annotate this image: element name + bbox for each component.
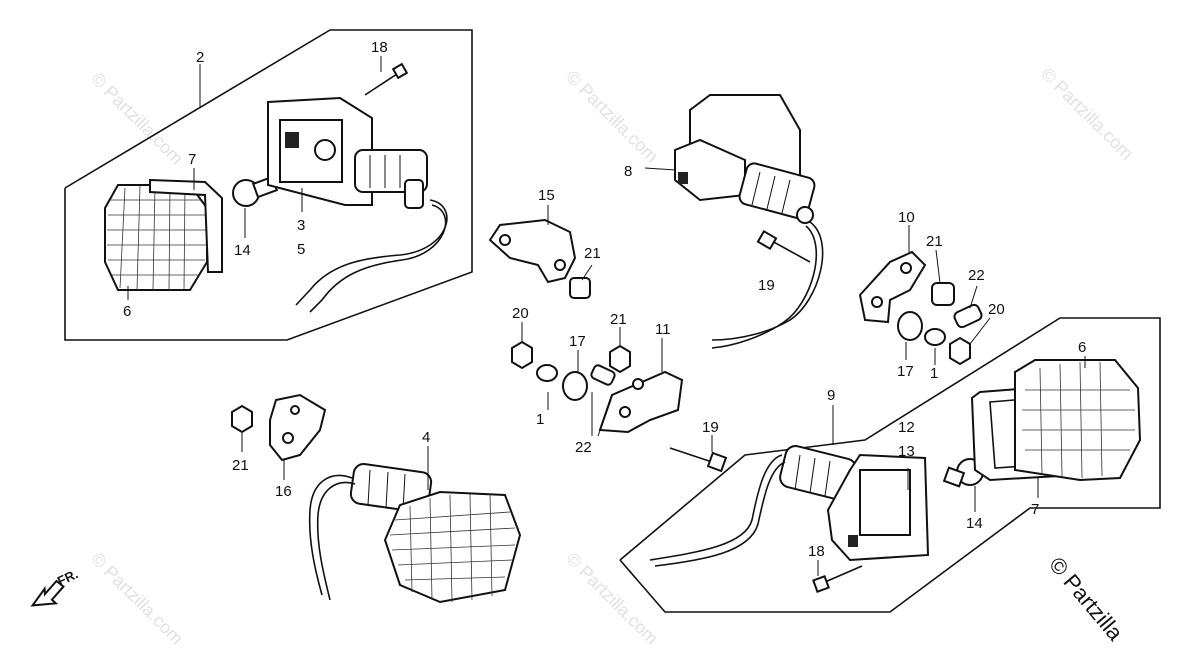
bolt-19[interactable]: [669, 447, 728, 473]
winker-housing[interactable]: [267, 96, 428, 209]
screw[interactable]: [364, 62, 409, 96]
winker-housing[interactable]: [649, 444, 930, 567]
winker-wire: [295, 199, 448, 306]
nut-21[interactable]: [569, 264, 593, 299]
leader-lines: [521, 322, 663, 437]
winker-wire: [309, 204, 447, 313]
bracket-16[interactable]: [269, 393, 327, 462]
watermark-text: © Partzilla.com: [87, 69, 187, 169]
screw[interactable]: [812, 565, 863, 593]
callout-18: 18: [808, 543, 825, 560]
callout-1: 1: [536, 411, 544, 428]
callout-6: 6: [1078, 339, 1086, 356]
front-left-winker[interactable]: [308, 463, 522, 604]
callout-18: 18: [371, 39, 388, 56]
callout-8: 8: [624, 163, 632, 180]
callout-4: 4: [422, 429, 430, 446]
rear-left-winker-group: [64, 29, 473, 341]
collar-1[interactable]: [536, 364, 558, 382]
callout-5: 5: [297, 241, 305, 258]
front-right-winker[interactable]: [674, 94, 824, 349]
callout-7: 7: [1031, 501, 1039, 518]
callout-3: 3: [297, 217, 305, 234]
watermark-text: © Partzilla.com: [562, 67, 662, 167]
nut-21[interactable]: [609, 344, 631, 374]
callout-11: 11: [655, 321, 671, 338]
winker-lens[interactable]: [104, 184, 208, 291]
winker-lens[interactable]: [1014, 359, 1142, 482]
callout-21: 21: [584, 245, 601, 262]
lens-gasket[interactable]: [149, 178, 223, 273]
nut-20[interactable]: [949, 336, 971, 366]
watermark-text: © Partzilla.com: [1037, 64, 1137, 164]
callout-19: 19: [702, 419, 719, 436]
collar-1[interactable]: [924, 328, 946, 346]
callout-labels: 2 7 14 3 5 6 18 15 21 8 19 10 21 22 20 1…: [123, 39, 1086, 560]
watermark-text: © Partzilla.com: [87, 549, 187, 649]
callout-12: 12: [898, 419, 915, 436]
callout-14: 14: [234, 242, 251, 259]
callout-22: 22: [968, 267, 985, 284]
callout-2: 2: [196, 49, 204, 66]
nut-21[interactable]: [231, 404, 253, 434]
front-right-winker-group: [619, 317, 1161, 613]
callout-17: 17: [897, 363, 914, 380]
collar-22[interactable]: [590, 364, 616, 386]
callout-21: 21: [926, 233, 943, 250]
callout-16: 16: [275, 483, 292, 500]
callout-1: 1: [930, 365, 938, 382]
callout-17: 17: [569, 333, 586, 350]
callout-6: 6: [123, 303, 131, 320]
callout-19: 19: [758, 277, 775, 294]
bolt-19[interactable]: [756, 229, 811, 263]
nut-21[interactable]: [931, 282, 955, 306]
callout-21: 21: [610, 311, 627, 328]
callout-13: 13: [898, 443, 915, 460]
callout-21: 21: [232, 457, 249, 474]
grommet-17[interactable]: [562, 371, 588, 401]
watermark-text: © Partzilla.com: [562, 549, 662, 649]
group-outline: [64, 29, 473, 341]
callout-7: 7: [188, 151, 196, 168]
callout-20: 20: [988, 301, 1005, 318]
collar-22[interactable]: [953, 303, 983, 329]
brand-watermark: © Partzilla: [1044, 552, 1128, 646]
arrow-left-icon: [30, 579, 65, 607]
callout-20: 20: [512, 305, 529, 322]
callout-10: 10: [898, 209, 915, 226]
bracket-10[interactable]: [858, 250, 927, 324]
front-direction-arrow: FR.: [30, 566, 80, 607]
leader-line: [644, 167, 677, 171]
callout-22: 22: [575, 439, 592, 456]
grommet-17[interactable]: [897, 311, 923, 341]
callout-9: 9: [827, 387, 835, 404]
bracket-11[interactable]: [598, 370, 684, 434]
front-label: FR.: [55, 566, 80, 588]
nut-20[interactable]: [511, 340, 533, 370]
bracket-15[interactable]: [488, 205, 577, 284]
callout-15: 15: [538, 187, 555, 204]
callout-14: 14: [966, 515, 983, 532]
leader-lines: [241, 432, 285, 480]
leader-lines: [905, 225, 991, 365]
